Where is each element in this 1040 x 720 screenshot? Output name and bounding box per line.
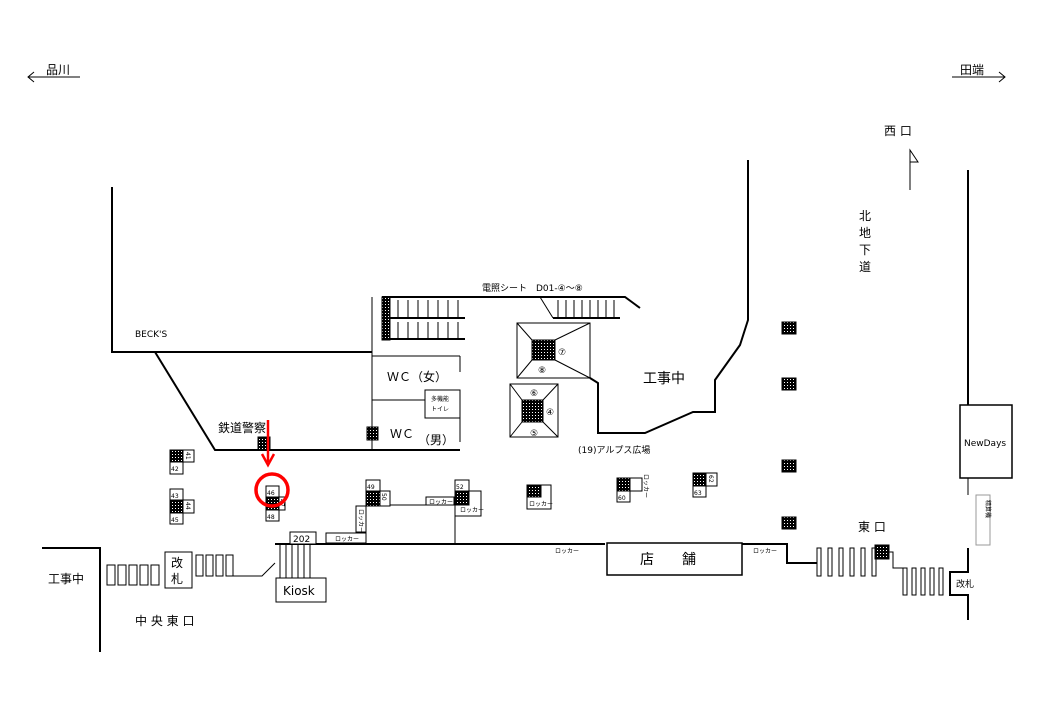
central-east-exit-label: 中 央 東 口 [135,613,194,628]
ticket-gates-central: 改 札 [106,551,234,589]
locker-60: 60 ロッカー [616,474,649,503]
svg-text:60: 60 [618,495,626,502]
stairs-right [539,296,620,319]
locker-49-50: 49 50 ロッカー ロッカー ロッカー [325,479,455,544]
wc-men-suffix: （男） [418,433,454,447]
svg-text:⑧: ⑧ [538,366,546,376]
svg-text:⑦: ⑦ [558,348,566,358]
locker-label: ロッカー [753,548,777,555]
kiosk: 202 Kiosk [275,531,327,603]
multi-function-toilet: 多機能 トイレ [424,389,461,419]
svg-text:道: 道 [859,260,871,274]
east-exit-label: 東 口 [858,520,886,534]
svg-text:44: 44 [184,502,191,510]
locker-43-45: 43 44 45 [169,488,195,525]
svg-text:地: 地 [859,226,871,240]
svg-text:202: 202 [293,535,310,545]
west-exit-arrow-icon [909,148,919,190]
construction-left-label: 工事中 [48,571,84,586]
svg-text:63: 63 [694,490,702,497]
svg-text:48: 48 [267,514,275,521]
direction-label-right: 田端 [960,63,984,77]
svg-text:店 舗: 店 舗 [640,552,696,568]
svg-text:49: 49 [367,484,375,491]
stairs-left [381,296,465,341]
direction-label-left: 品川 [46,63,70,77]
svg-text:45: 45 [171,517,179,524]
svg-text:43: 43 [171,493,179,500]
alps-plaza-label: (19)アルプス広場 [578,444,650,456]
direction-shinagawa: 品川 [27,63,80,83]
svg-text:下: 下 [859,243,871,257]
locker-label: ロッカー [555,548,579,555]
highlight-marker [254,420,290,508]
svg-text:④: ④ [546,408,554,418]
svg-text:⑥: ⑥ [530,389,538,399]
fare-adjustment-machine: 精算機 [975,494,992,546]
svg-text:ロッカー: ロッカー [429,499,453,506]
newdays-shop: NewDays [959,404,1013,479]
railway-police-label: 鉄道警察 [218,420,266,435]
west-exit-label: 西 口 [884,124,912,138]
svg-text:トイレ: トイレ [431,406,449,413]
svg-text:多機能: 多機能 [431,395,449,403]
direction-tabata: 田端 [952,63,1006,83]
svg-text:改: 改 [171,556,183,570]
svg-text:ロッカー: ロッカー [642,474,649,498]
locker-62-63: 62 63 [692,472,718,498]
svg-text:46: 46 [267,490,275,497]
pillar-box-7-8: ⑦ ⑧ [516,322,591,379]
becks-label: BECK'S [135,330,168,340]
wc-women-label: ＷＣ（女） [387,369,447,384]
wc-men-label: ＷＣ [390,427,414,441]
svg-text:⑤: ⑤ [530,429,538,439]
svg-text:ロッカー: ロッカー [335,536,359,543]
svg-text:Kiosk: Kiosk [283,584,315,598]
ticket-gates-east: 改札 [816,544,974,596]
svg-text:50: 50 [380,493,387,501]
signage-label: 電照シート D01-④～⑧ [482,283,583,294]
pillar-box-4-6: ⑥ ④ ⑤ [509,383,559,439]
svg-text:北: 北 [859,209,871,223]
locker-52: 52 ロッカー [454,479,484,544]
svg-text:52: 52 [456,484,464,491]
svg-text:NewDays: NewDays [964,439,1006,449]
svg-text:精算機: 精算機 [984,500,992,518]
svg-text:改札: 改札 [956,578,974,590]
svg-text:ロッカー: ロッカー [460,507,484,514]
locker-icon [366,426,379,441]
svg-text:札: 札 [171,572,183,586]
svg-text:42: 42 [171,466,179,473]
highlight-circle [254,472,290,508]
svg-text:ロッカー: ロッカー [357,509,364,533]
svg-text:62: 62 [707,475,714,483]
svg-text:41: 41 [184,452,191,460]
construction-label: 工事中 [643,371,685,387]
east-lockers [781,321,797,530]
locker-41-42: 41 42 [169,449,195,475]
walls [42,160,969,652]
locker-unnumbered: ロッカー [526,484,553,510]
svg-text:ロッカー: ロッカー [529,501,553,508]
shop: 店 舗 [606,542,743,576]
north-underpass-label: 北 地 下 道 [859,209,871,274]
